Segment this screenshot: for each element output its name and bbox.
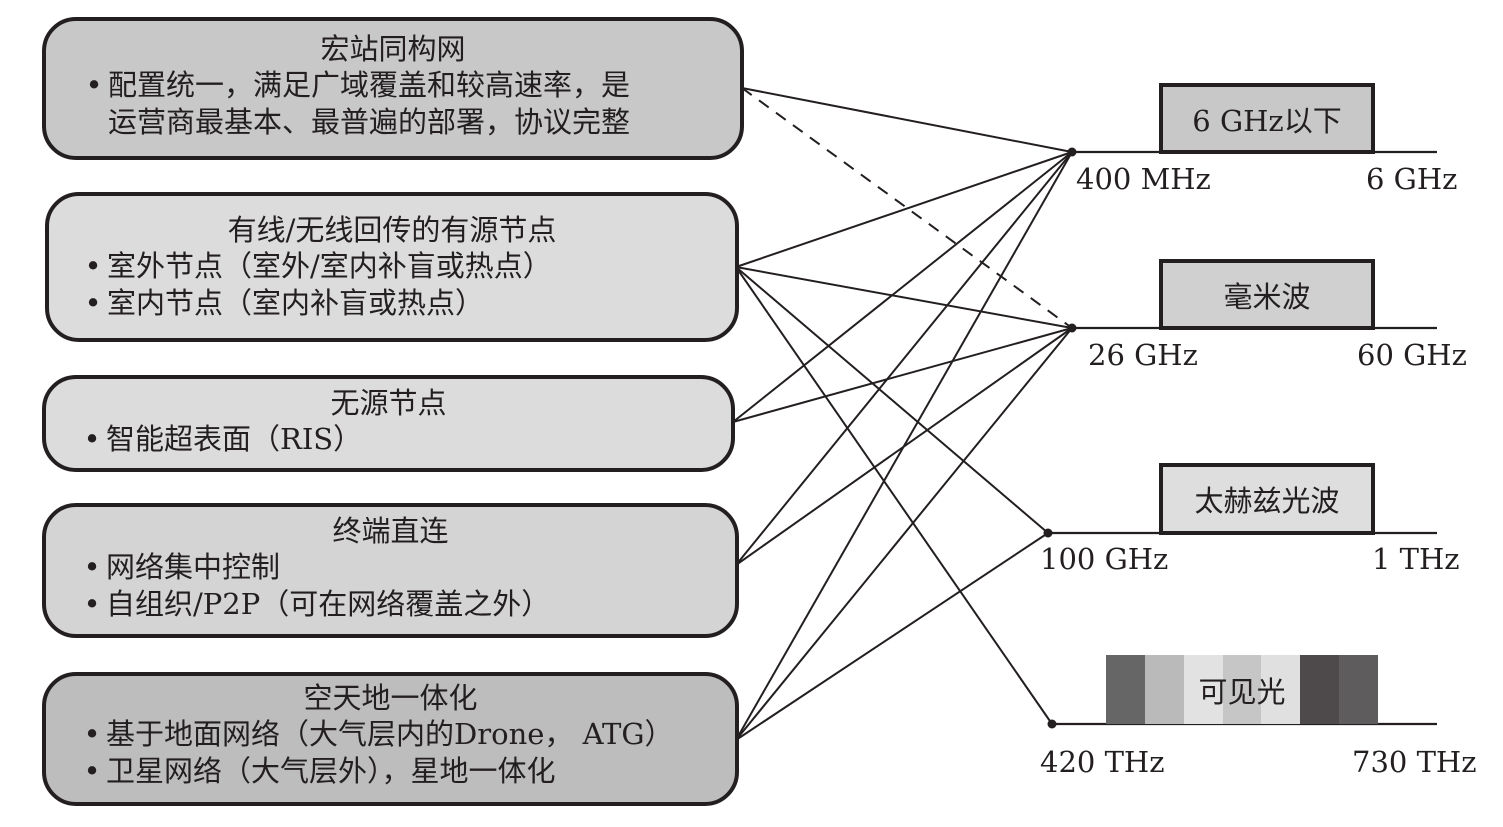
bullet-icon: • <box>83 587 101 621</box>
bullet-icon: • <box>85 68 103 102</box>
node-line: •室内节点（室内补盲或热点） <box>49 285 735 322</box>
visible-spectrum-stripe <box>1183 655 1223 724</box>
link-passive-to-sub6 <box>732 151 1073 423</box>
bullet-icon: • <box>83 550 101 584</box>
bullet-icon: • <box>84 249 102 283</box>
visible-spectrum-stripe <box>1106 655 1145 724</box>
band-dot-mmwave <box>1067 323 1077 333</box>
node-line: •室外节点（室外/室内补盲或热点） <box>49 248 735 285</box>
node-line: •基于地面网络（大气层内的Drone， ATG） <box>46 716 735 753</box>
visible-spectrum-stripe <box>1339 655 1378 724</box>
visible-spectrum-stripe <box>1261 655 1301 724</box>
band-dot-visible <box>1047 719 1057 729</box>
node-title: 终端直连 <box>332 514 449 548</box>
node-line: •网络集中控制 <box>46 549 735 586</box>
link-macro-to-sub6 <box>741 87 1073 153</box>
band-thz-high-label: 1 THz <box>1372 542 1460 576</box>
visible-spectrum-stripe <box>1222 655 1262 724</box>
bullet-icon: • <box>83 422 101 456</box>
band-mmwave-high-label: 60 GHz <box>1357 338 1467 372</box>
link-active-to-mmwave <box>735 266 1073 329</box>
node-device-to-device: 终端直连 •网络集中控制 •自组织/P2P（可在网络覆盖之外） <box>42 503 739 638</box>
band-visible-low-label: 420 THz <box>1040 745 1165 779</box>
band-sub6-low-label: 400 MHz <box>1076 162 1211 196</box>
band-sub6-high-label: 6 GHz <box>1366 162 1458 196</box>
node-line: 运营商最基本、最普遍的部署，协议完整 <box>108 105 631 139</box>
band-dot-thz <box>1043 528 1053 538</box>
link-d2d-to-sub6 <box>735 151 1073 566</box>
node-title: 宏站同构网 <box>320 32 466 66</box>
link-active-to-thz <box>735 266 1049 534</box>
node-active-relay: 有线/无线回传的有源节点 •室外节点（室外/室内补盲或热点） •室内节点（室内补… <box>45 192 739 342</box>
band-sub6-box: 6 GHz以下 <box>1159 83 1375 154</box>
band-dot-sub6 <box>1067 147 1077 157</box>
node-line: •自组织/P2P（可在网络覆盖之外） <box>46 586 735 623</box>
node-title: 空天地一体化 <box>303 681 478 715</box>
visible-spectrum-stripe <box>1144 655 1184 724</box>
node-title: 无源节点 <box>330 386 447 420</box>
link-active-to-visible <box>735 266 1053 725</box>
visible-spectrum-stripe <box>1300 655 1340 724</box>
node-space-air-ground: 空天地一体化 •基于地面网络（大气层内的Drone， ATG） •卫星网络（大气… <box>42 672 739 806</box>
link-sag-to-mmwave <box>735 327 1073 741</box>
node-line: •智能超表面（RIS） <box>46 421 731 458</box>
link-passive-to-mmwave <box>732 327 1073 423</box>
band-visible-light-box: 可见光 <box>1106 655 1378 724</box>
node-passive-ris: 无源节点 •智能超表面（RIS） <box>42 375 735 472</box>
node-macro-homogeneous-network: 宏站同构网 •配置统一，满足广域覆盖和较高速率，是 运营商最基本、最普遍的部署，… <box>42 17 744 160</box>
bullet-icon: • <box>84 286 102 320</box>
band-thz-low-label: 100 GHz <box>1040 542 1169 576</box>
node-title: 有线/无线回传的有源节点 <box>227 213 557 247</box>
band-visible-label: 可见光 <box>1198 674 1286 709</box>
link-sag-to-thz <box>735 532 1049 741</box>
band-visible-high-label: 730 THz <box>1352 745 1477 779</box>
band-thz-box: 太赫兹光波 <box>1159 463 1375 535</box>
link-active-to-sub6 <box>735 151 1073 268</box>
node-line: •配置统一，满足广域覆盖和较高速率，是 <box>46 67 740 104</box>
band-mmwave-box: 毫米波 <box>1159 259 1375 330</box>
node-line: •卫星网络（大气层外），星地一体化 <box>46 753 735 790</box>
band-mmwave-low-label: 26 GHz <box>1088 338 1198 372</box>
bullet-icon: • <box>83 754 101 788</box>
bullet-icon: • <box>83 717 101 751</box>
link-sag-to-sub6 <box>735 151 1073 741</box>
link-macro-to-mmwave <box>741 87 1073 329</box>
